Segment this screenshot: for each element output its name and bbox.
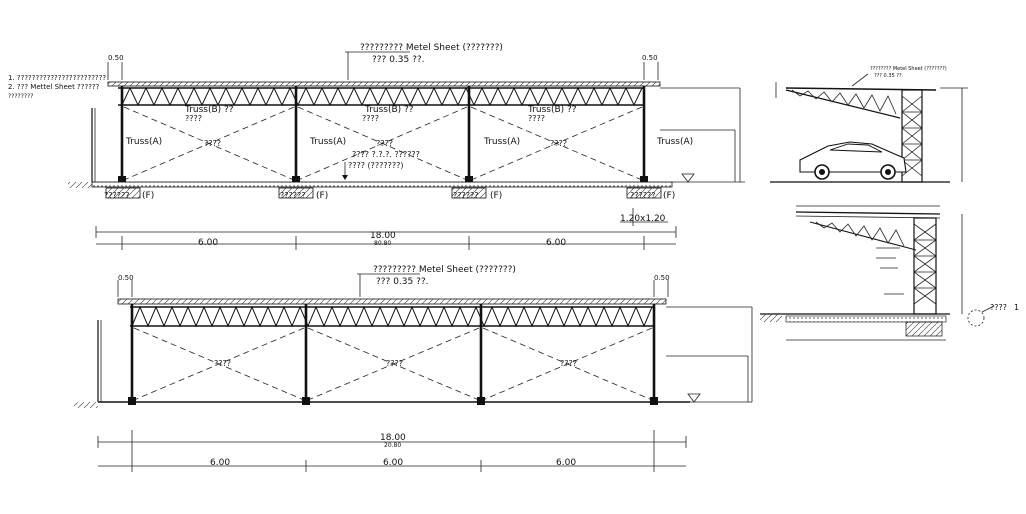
- bracing-label: ????: [550, 139, 567, 148]
- corner-dimension: 0.50: [108, 54, 124, 62]
- truss-a-label: Truss(A): [656, 137, 693, 147]
- roof-thickness-note: ??? 0.35 ??.: [376, 277, 429, 287]
- top-elevation: ????????? Metel Sheet (???????) ??? 0.35…: [8, 43, 745, 250]
- truss-webs: [131, 305, 653, 328]
- side-section-bottom: ???? 1: [760, 205, 1019, 341]
- overall-dimension-sub: 80.80: [374, 240, 391, 247]
- roof-metal-sheet: [117, 298, 667, 305]
- side-section-top: ???????? Metel Sheet (???????) ??? 0.35 …: [770, 66, 968, 183]
- truss-a-label: Truss(A): [309, 137, 346, 147]
- general-note: ????????: [8, 93, 33, 100]
- truss-b-sublabel: ????: [362, 114, 379, 123]
- roof-note: ????????? Metel Sheet (???????): [373, 265, 516, 275]
- footings: [105, 176, 662, 199]
- bracing-label: ????: [560, 359, 577, 368]
- footing-size: 1.20x1.20: [620, 214, 666, 224]
- overall-dimension: 18.00: [380, 433, 406, 443]
- ground-slab: [91, 181, 673, 188]
- footing-label: ??????: [630, 191, 655, 200]
- truss-a-label: Truss(A): [125, 137, 162, 147]
- footing-tag: (F): [142, 191, 154, 201]
- bracing-label: ????: [376, 139, 393, 148]
- bottom-elevation: ????????? Metel Sheet (???????) ??? 0.35…: [74, 265, 753, 472]
- cross-bracing: [123, 106, 643, 181]
- truss-b-label: Truss(B) ??: [184, 105, 234, 115]
- mid-note: ???? ?.?.?. ??????: [352, 150, 420, 159]
- bay-dimension: 6.00: [383, 458, 403, 468]
- truss-b-sublabel: ????: [185, 114, 202, 123]
- car-icon: [799, 141, 907, 180]
- corner-dimension: 0.50: [118, 274, 134, 282]
- level-marker-icon: [687, 393, 701, 403]
- roof-metal-sheet: [107, 81, 661, 87]
- roof-note: ????????? Metel Sheet (???????): [360, 43, 503, 53]
- truss-b-sublabel: ????: [528, 114, 545, 123]
- detail-callout-number: 1: [1014, 303, 1019, 312]
- mid-note: ???? (???????): [348, 161, 404, 170]
- footing-tag: (F): [490, 191, 502, 201]
- footing-tag: (F): [663, 191, 675, 201]
- footing-label: ??????: [104, 191, 129, 200]
- side-roof-thickness-note: ??? 0.35 ??.: [874, 73, 904, 79]
- bay-dimension: 6.00: [210, 458, 230, 468]
- roof-thickness-note: ??? 0.35 ??.: [372, 55, 425, 65]
- truss-b-label: Truss(B) ??: [364, 105, 414, 115]
- detail-callout-label: ????: [990, 303, 1007, 312]
- bracing-label: ????: [386, 359, 403, 368]
- side-roof-note: ???????? Metel Sheet (???????): [870, 66, 947, 72]
- bay-dimension: 6.00: [546, 238, 566, 248]
- truss-webs: [121, 86, 643, 107]
- bay-dimension: 6.00: [198, 238, 218, 248]
- overall-dimension: 18.00: [370, 231, 396, 241]
- general-note: 1. ????????????????????????: [8, 74, 106, 82]
- bay-dimension: 6.00: [556, 458, 576, 468]
- corner-dimension: 0.50: [654, 274, 670, 282]
- bracing-label: ????: [214, 359, 231, 368]
- level-marker-icon: [681, 173, 695, 183]
- truss-a-label: Truss(A): [483, 137, 520, 147]
- truss-b-label: Truss(B) ??: [527, 105, 577, 115]
- overall-dimension-sub: 20.80: [384, 442, 401, 449]
- cross-bracing: [133, 327, 653, 401]
- bracing-label: ????: [204, 139, 221, 148]
- general-note: 2. ??? Mettel Sheet ??????: [8, 83, 100, 91]
- ground-hatch: [74, 402, 98, 408]
- detail-callout-icon: [967, 309, 985, 327]
- corner-dimension: 0.50: [642, 54, 658, 62]
- footing-label: ??????: [453, 191, 478, 200]
- ground-hatch: [68, 182, 92, 188]
- footing-label: ??????: [280, 191, 305, 200]
- footing-tag: (F): [316, 191, 328, 201]
